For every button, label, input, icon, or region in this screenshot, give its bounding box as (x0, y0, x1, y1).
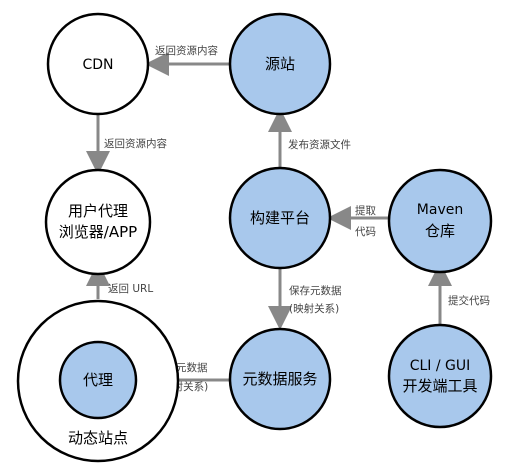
node-cli-gui-label-line2: 开发端工具 (402, 377, 477, 395)
edge-label-origin-to-cdn: 返回资源内容 (155, 44, 218, 57)
edge-label-build-to-metadata-line1: 保存元数据 (289, 284, 342, 297)
node-origin: 源站 (228, 12, 332, 116)
edge-label-site-to-client: 返回 URL (108, 283, 153, 295)
edge-site-to-client: 返回 URL (86, 262, 153, 299)
edge-label-build-to-metadata-line2: (映射关系) (289, 302, 339, 315)
node-maven-label-line2: 仓库 (425, 222, 455, 240)
node-metadata-circle (228, 327, 332, 431)
node-client-label-line2: 浏览器/APP (59, 223, 137, 241)
node-proxy-circle (58, 340, 138, 420)
node-cli-gui-label-line1: CLI / GUI (410, 358, 471, 374)
edge-label-maven-to-build-line2: 代码 (355, 226, 376, 238)
edge-cli-to-maven: 提交代码 (428, 262, 490, 324)
node-cli-gui-circle (387, 323, 493, 429)
node-cli-gui: CLI / GUI 开发端工具 (387, 323, 493, 429)
node-proxy-label: 代理 (83, 371, 113, 389)
node-maven-label-line1: Maven (417, 202, 463, 218)
node-client-circle (44, 168, 152, 276)
node-dynamic-site-label: 动态站点 (68, 429, 128, 447)
node-maven: Maven 仓库 (387, 168, 493, 274)
node-metadata: 元数据服务 (228, 327, 332, 431)
edge-build-to-origin: 发布资源文件 (268, 108, 351, 168)
node-client: 用户代理 浏览器/APP (44, 168, 152, 276)
node-build-circle (228, 166, 332, 270)
edge-label-build-to-origin: 发布资源文件 (288, 138, 351, 151)
edge-cdn-to-client: 返回资源内容 (86, 114, 167, 175)
node-cdn-circle (46, 12, 150, 116)
node-proxy: 代理 (58, 340, 138, 420)
node-cdn-label: CDN (82, 57, 113, 73)
edge-origin-to-cdn: 返回资源内容 (145, 44, 230, 76)
node-cdn: CDN (46, 12, 150, 116)
edge-maven-to-build: 提取 代码 (327, 205, 388, 238)
node-build-label: 构建平台 (250, 209, 310, 227)
node-origin-circle (228, 12, 332, 116)
edge-label-cdn-to-client: 返回资源内容 (104, 137, 167, 150)
edge-label-maven-to-build-line1: 提取 (355, 205, 376, 217)
node-maven-circle (387, 168, 493, 274)
node-build: 构建平台 (228, 166, 332, 270)
node-metadata-label: 元数据服务 (242, 370, 317, 388)
edge-build-to-metadata: 保存元数据 (映射关系) (268, 268, 342, 330)
edge-label-cli-to-maven: 提交代码 (448, 294, 490, 307)
node-client-label-line1: 用户代理 (68, 202, 128, 220)
node-origin-label: 源站 (265, 55, 295, 73)
